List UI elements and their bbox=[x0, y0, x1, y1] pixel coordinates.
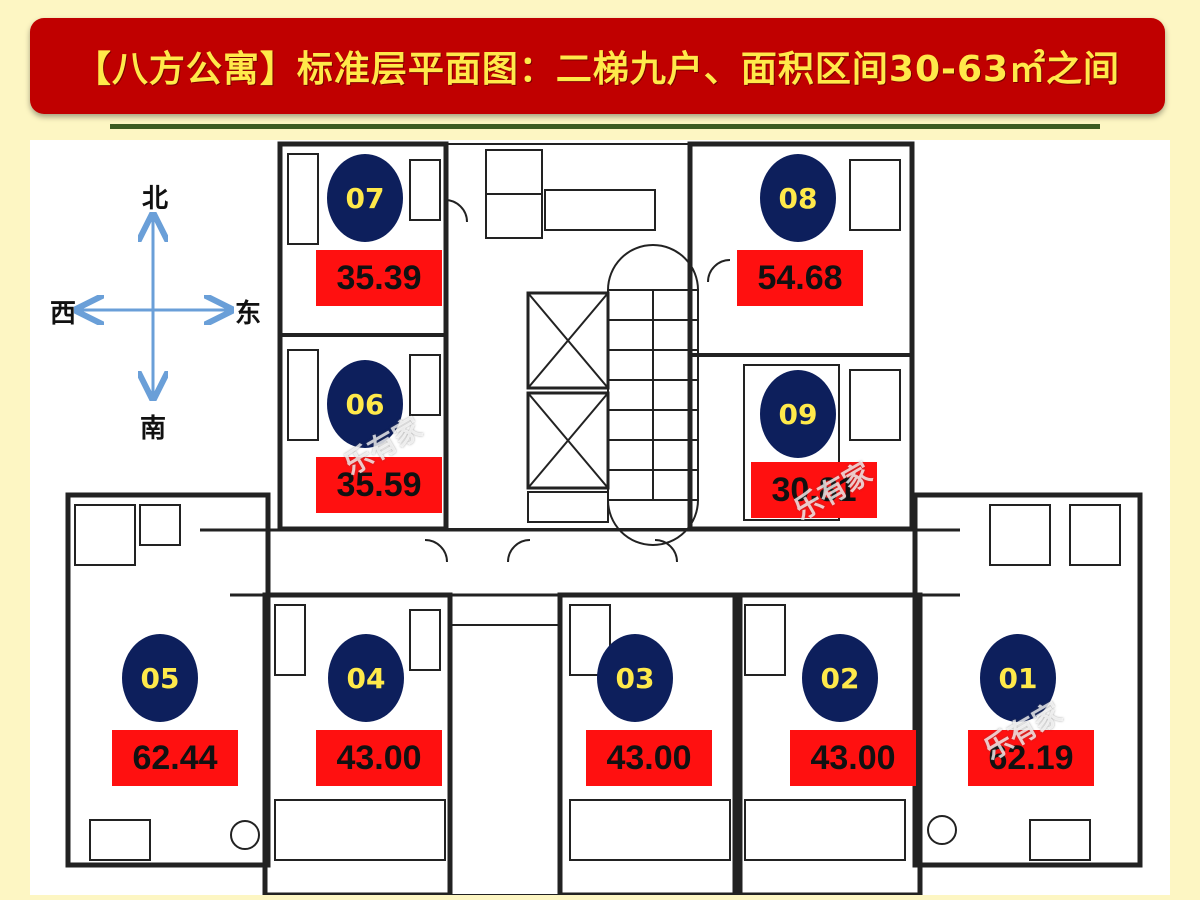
unit-02-marker: 02 bbox=[802, 634, 878, 722]
floor-plan: 北 南 西 东 07 35.39 08 54.68 06 35.59 09 30… bbox=[30, 140, 1170, 895]
unit-06-area: 35.59 bbox=[316, 457, 442, 513]
compass-east-label: 东 bbox=[235, 299, 262, 329]
unit-06-marker: 06 bbox=[327, 360, 403, 448]
unit-07-marker: 07 bbox=[327, 154, 403, 242]
divider-line bbox=[110, 124, 1100, 129]
unit-08-marker: 08 bbox=[760, 154, 836, 242]
floor-plan-drawing bbox=[65, 141, 1143, 895]
unit-05-marker: 05 bbox=[122, 634, 198, 722]
compass bbox=[80, 218, 228, 395]
unit-03-area: 43.00 bbox=[586, 730, 712, 786]
unit-02-area: 43.00 bbox=[790, 730, 916, 786]
unit-01-marker: 01 bbox=[980, 634, 1056, 722]
unit-07-area: 35.39 bbox=[316, 250, 442, 306]
page-title: 【八方公寓】标准层平面图：二梯九户、面积区间30-63㎡之间 bbox=[74, 49, 1121, 90]
unit-04-area: 43.00 bbox=[316, 730, 442, 786]
unit-09-area: 30.81 bbox=[751, 462, 877, 518]
unit-01-area: 62.19 bbox=[968, 730, 1094, 786]
unit-04-marker: 04 bbox=[328, 634, 404, 722]
unit-09-marker: 09 bbox=[760, 370, 836, 458]
title-banner bbox=[30, 18, 1165, 114]
unit-05-area: 62.44 bbox=[112, 730, 238, 786]
compass-south-label: 南 bbox=[140, 414, 167, 444]
unit-08-area: 54.68 bbox=[737, 250, 863, 306]
compass-north-label: 北 bbox=[142, 184, 169, 214]
unit-03-marker: 03 bbox=[597, 634, 673, 722]
compass-west-label: 西 bbox=[50, 299, 77, 329]
